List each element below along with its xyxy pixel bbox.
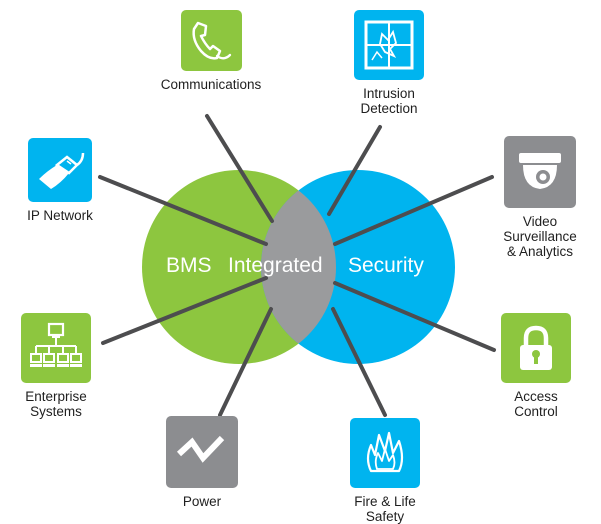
connector-video <box>333 175 494 246</box>
fire-tile <box>350 418 420 488</box>
video-tile <box>504 136 576 208</box>
node-power: Power <box>147 416 257 509</box>
communications-label: Communications <box>160 77 262 92</box>
node-intrusion-detection: Intrusion Detection <box>324 10 454 116</box>
connector-ip-network <box>98 175 268 246</box>
node-fire-life-safety: Fire & Life Safety <box>330 418 440 524</box>
communications-tile <box>180 10 242 71</box>
access-tile <box>501 313 571 383</box>
connector-power <box>218 307 273 417</box>
connector-enterprise <box>101 276 268 345</box>
connector-intrusion <box>327 125 382 216</box>
intrusion-tile <box>354 10 424 80</box>
access-control-label: Access Control <box>514 389 558 419</box>
flame-icon <box>366 431 404 473</box>
node-video-surveillance: Video Surveillance & Analytics <box>480 136 600 259</box>
node-enterprise-systems: Enterprise Systems <box>0 313 112 419</box>
enterprise-systems-label: Enterprise Systems <box>25 389 87 419</box>
network-cable-icon <box>39 152 85 189</box>
node-ip-network: IP Network <box>5 138 115 223</box>
enterprise-tile <box>21 313 91 383</box>
node-communications: Communications <box>126 10 296 92</box>
connector-communications <box>205 114 274 223</box>
fire-life-safety-label: Fire & Life Safety <box>354 494 416 524</box>
intrusion-detection-label: Intrusion Detection <box>360 86 418 116</box>
power-label: Power <box>182 494 222 509</box>
video-surveillance-label: Video Surveillance & Analytics <box>503 214 577 259</box>
integrated-overlap <box>261 170 336 364</box>
ip-network-label: IP Network <box>27 208 93 223</box>
integrated-label: Integrated <box>228 254 323 277</box>
connector-fire <box>331 307 387 417</box>
power-tile <box>166 416 238 488</box>
broken-window-icon <box>364 20 414 70</box>
ip-network-tile <box>28 138 92 202</box>
connector-access <box>333 281 496 352</box>
bms-label: BMS <box>166 254 212 277</box>
network-hierarchy-icon <box>30 322 82 367</box>
security-label: Security <box>348 254 424 277</box>
power-wave-icon <box>176 435 225 463</box>
telephone-handset-icon <box>192 21 232 60</box>
dome-camera-icon <box>519 153 561 189</box>
padlock-icon <box>520 325 552 370</box>
node-access-control: Access Control <box>481 313 591 419</box>
